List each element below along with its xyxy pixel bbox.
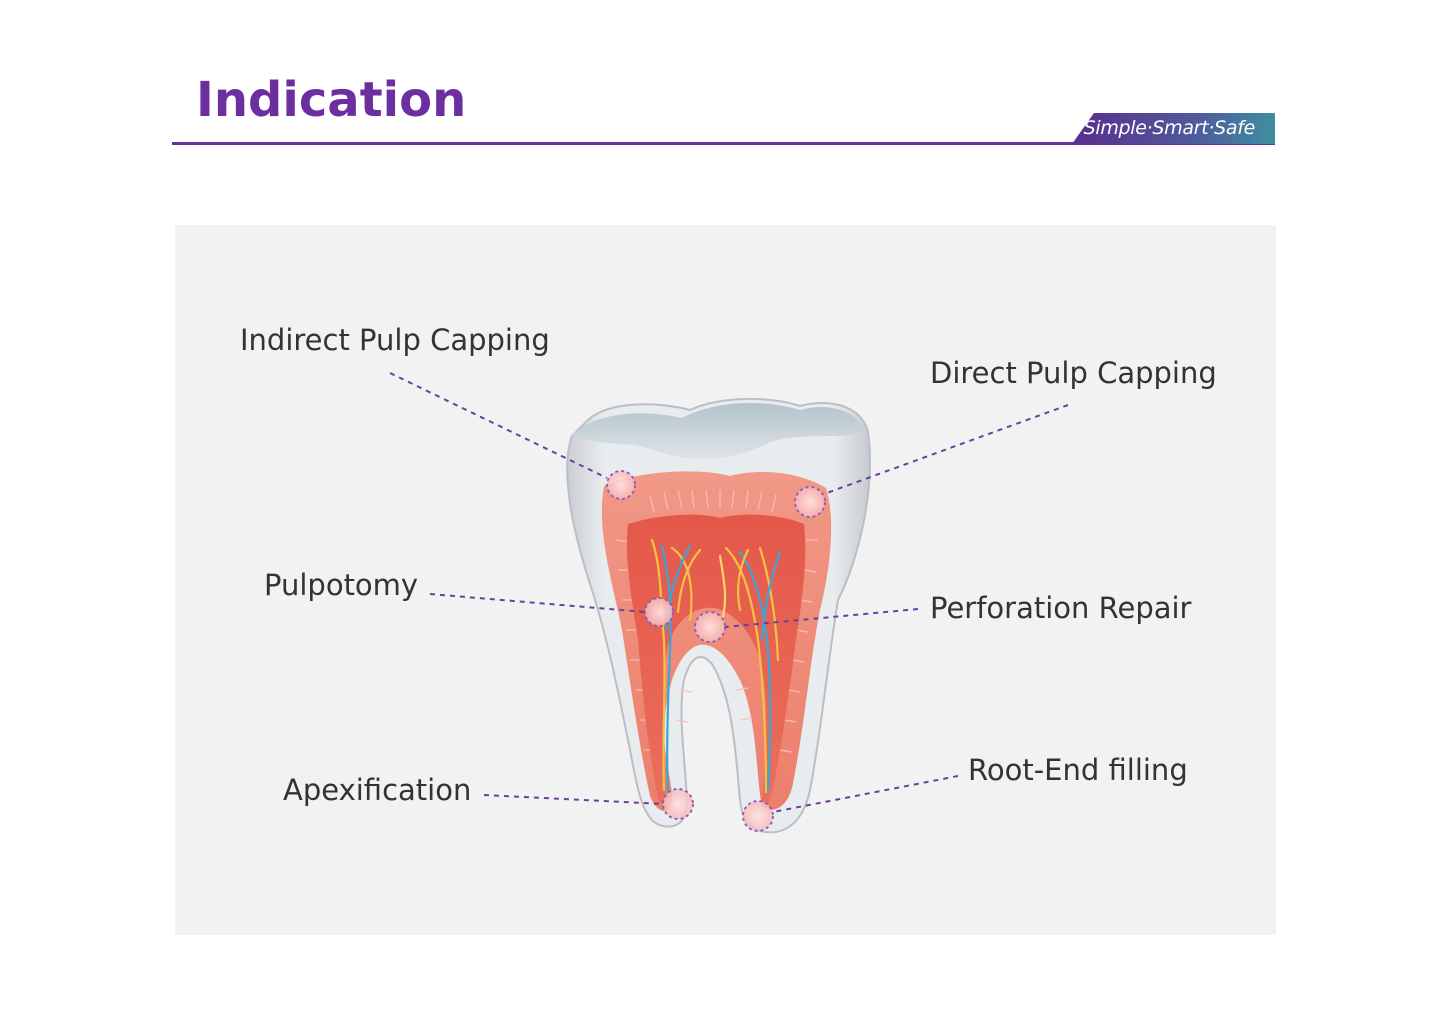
marker-pulpotomy: [644, 597, 674, 627]
leader-lines: [389, 372, 1069, 813]
label-indirect-pulp-capping: Indirect Pulp Capping: [240, 323, 550, 357]
page-title: Indication: [196, 72, 467, 128]
tagline-badge: Simple·Smart·Safe: [1072, 113, 1275, 144]
marker-root-end-filling: [742, 800, 774, 832]
marker-perforation-repair: [694, 611, 726, 643]
label-pulpotomy: Pulpotomy: [264, 568, 419, 602]
leader-perforation-repair: [724, 608, 919, 628]
label-apexification: Apexification: [283, 773, 472, 807]
leader-root-end-filling: [772, 775, 959, 813]
label-root-end-filling: Root-End filling: [968, 753, 1188, 787]
tooth-pulp: [626, 514, 806, 806]
marker-direct-pulp-capping: [794, 486, 826, 518]
leader-direct-pulp-capping: [823, 404, 1069, 495]
marker-indirect-pulp-capping: [606, 470, 636, 500]
nerves-and-vessels: [650, 538, 782, 794]
site-markers: [606, 470, 826, 832]
marker-apexification: [662, 788, 694, 820]
leader-indirect-pulp-capping: [389, 372, 608, 479]
title-underline: [172, 142, 1275, 145]
leader-apexification: [483, 794, 664, 805]
label-perforation-repair: Perforation Repair: [930, 591, 1192, 625]
label-direct-pulp-capping: Direct Pulp Capping: [930, 356, 1217, 390]
tooth-occlusal-surface: [572, 403, 866, 460]
